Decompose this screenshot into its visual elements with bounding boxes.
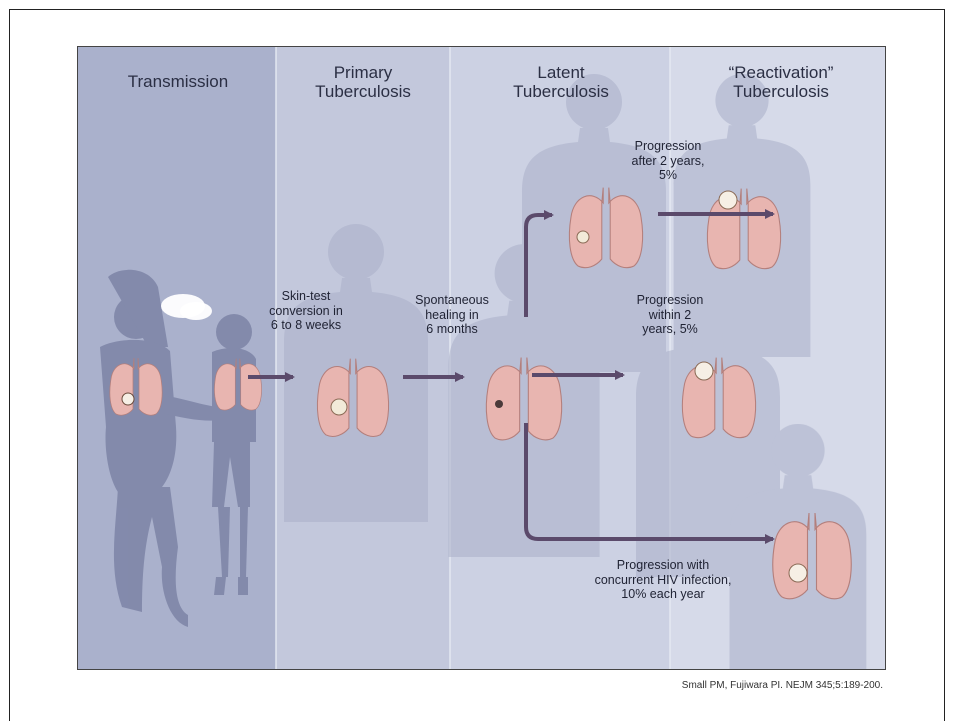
diagram-artwork xyxy=(78,47,886,670)
label-skin-test-conversion: Skin-test conversion in 6 to 8 weeks xyxy=(246,289,366,333)
label-spontaneous-healing: Spontaneous healing in 6 months xyxy=(396,293,508,337)
heading-primary-tuberculosis: Primary Tuberculosis xyxy=(278,63,448,101)
heading-transmission: Transmission xyxy=(88,72,268,91)
citation: Small PM, Fujiwara PI. NEJM 345;5:189-20… xyxy=(682,680,883,691)
label-progression-after-2-years: Progression after 2 years, 5% xyxy=(608,139,728,183)
tuberculosis-progression-diagram: Transmission Primary Tuberculosis Latent… xyxy=(77,46,886,670)
label-progression-within-2-years: Progression within 2 years, 5% xyxy=(610,293,730,337)
label-progression-hiv: Progression with concurrent HIV infectio… xyxy=(568,558,758,602)
transmission-figures xyxy=(100,270,262,627)
heading-reactivation-tuberculosis: “Reactivation” Tuberculosis xyxy=(676,63,886,101)
heading-latent-tuberculosis: Latent Tuberculosis xyxy=(456,63,666,101)
